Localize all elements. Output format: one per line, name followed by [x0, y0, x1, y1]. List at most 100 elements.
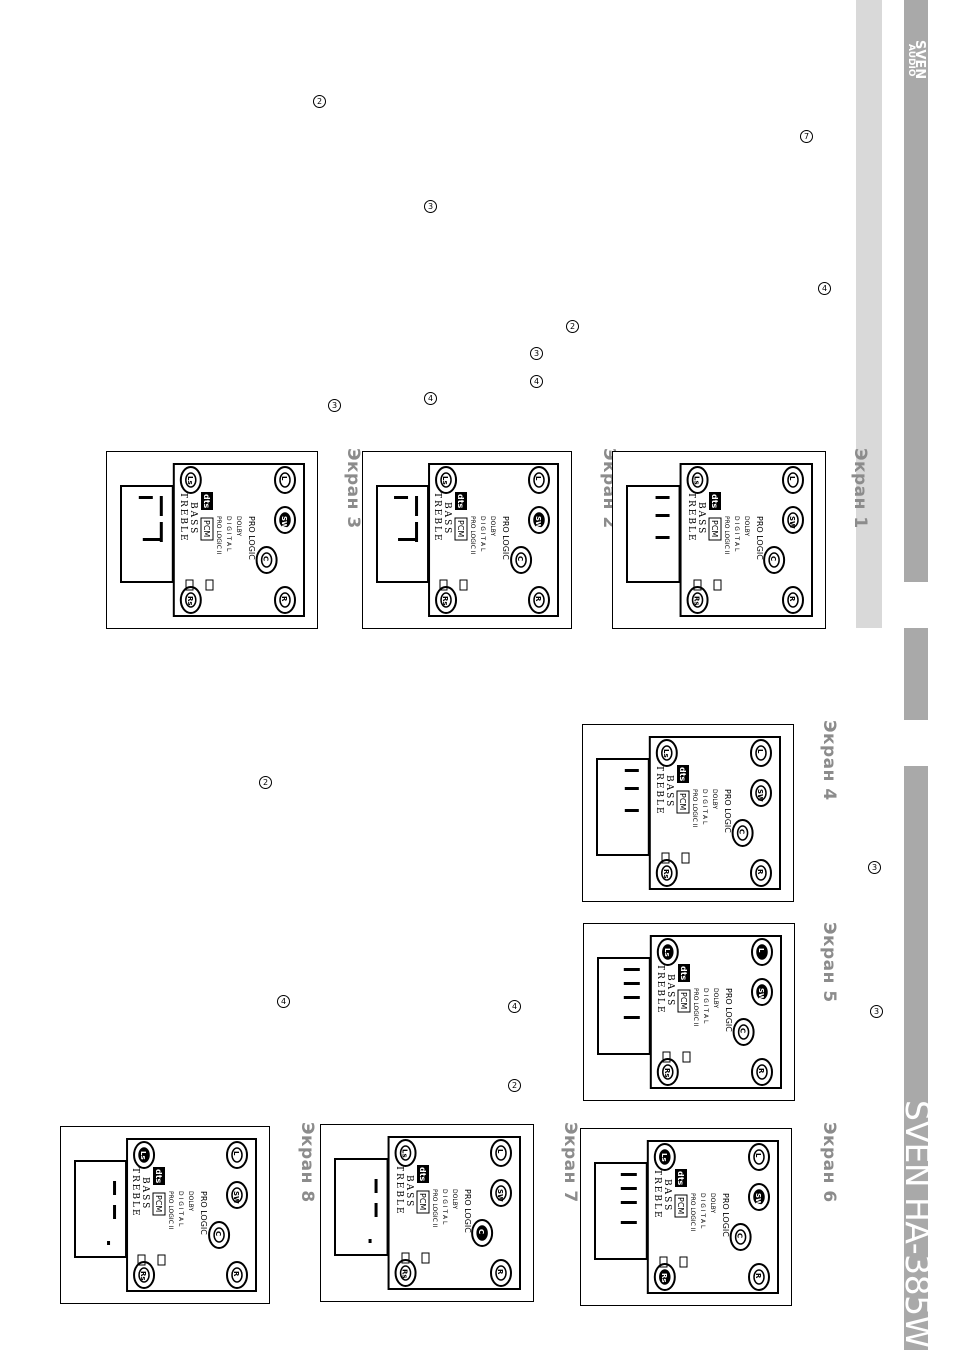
step-marker: 3: [870, 1005, 883, 1018]
logo-line2: AUDIO: [906, 44, 916, 77]
bass-text: BASS: [696, 502, 706, 535]
speaker-sub-label: SW: [496, 1189, 504, 1202]
speaker-right: R: [226, 1261, 248, 1289]
step-marker: 2: [313, 95, 326, 108]
speaker-center-label: C: [262, 556, 270, 561]
treble-text: TREBLE: [655, 964, 665, 1015]
speaker-rs: Rs: [656, 1058, 679, 1086]
speaker-ls-label: Ls: [660, 1153, 668, 1162]
bass-text: BASS: [662, 1179, 672, 1212]
pro-logic-ii-text: PRO LOGIC II: [469, 516, 476, 555]
speaker-sub: SW: [782, 506, 804, 534]
indicator-box-2: [662, 1051, 671, 1063]
pro-logic-text: PRO LOGIC: [463, 1189, 472, 1233]
pro-logic-ii-text: PRO LOGIC II: [691, 789, 698, 828]
screen-4-caption: Экран 4: [819, 720, 839, 801]
sven-audio-logo: SVEN AUDIO: [905, 40, 927, 102]
speaker-ls-label: Ls: [441, 476, 449, 485]
pcm-text: PCM: [456, 520, 465, 537]
speaker-sub: SW: [226, 1181, 248, 1209]
pcm-box: [416, 1190, 430, 1214]
speaker-rs-label: Rs: [401, 1269, 409, 1279]
step-marker: 7: [800, 130, 813, 143]
digit-segments: [394, 496, 419, 542]
pro-logic-text: PRO LOGIC: [501, 516, 510, 560]
indicator-box-1: [713, 579, 722, 591]
speaker-rs-label: Rs: [663, 1068, 671, 1078]
speaker-left: L: [751, 938, 773, 966]
bass-text: BASS: [404, 1175, 414, 1208]
speaker-rs: Rs: [435, 586, 458, 614]
side-band-mid: [904, 628, 928, 720]
dolby-text: DOLBY: [709, 1193, 716, 1213]
screen-1-caption: Экран 1: [850, 448, 870, 529]
bass-text: BASS: [442, 502, 452, 535]
pro-logic-text: PRO LOGIC: [723, 789, 732, 833]
speaker-ls: Ls: [655, 739, 678, 767]
dolby-text: DOLBY: [489, 516, 496, 536]
speaker-right-label: R: [757, 1068, 765, 1074]
speaker-left-label: L: [280, 476, 288, 481]
speaker-right-label: R: [496, 1269, 504, 1275]
indicator-box-1: [421, 1252, 430, 1264]
dolby-text: DOLBY: [451, 1189, 458, 1209]
speaker-center: C: [471, 1219, 494, 1247]
pro-logic-text: PRO LOGIC: [724, 988, 733, 1032]
digital-text: D I G I T A L: [733, 516, 740, 552]
pcm-box: [454, 517, 468, 541]
speaker-right: R: [528, 586, 550, 614]
indicator-box-2: [185, 579, 194, 591]
digit-segments: [620, 1173, 637, 1224]
digit-display: [625, 485, 681, 583]
bass-text: BASS: [664, 775, 674, 808]
step-marker: 4: [277, 995, 290, 1008]
speaker-center-label: C: [214, 1231, 222, 1236]
dolby-text: DOLBY: [235, 516, 242, 536]
digit-display: [375, 485, 430, 583]
speaker-rs: Rs: [179, 586, 202, 614]
dts-text: dts: [456, 494, 465, 509]
digit-display: [73, 1160, 128, 1258]
digit-segments: [138, 496, 163, 542]
indicator-box-1: [679, 1256, 688, 1268]
digit-segments: [655, 496, 670, 539]
speaker-sub-label: SW: [534, 516, 542, 529]
speaker-ls-label: Ls: [663, 948, 671, 957]
pro-logic-ii-text: PRO LOGIC II: [689, 1193, 696, 1232]
screen-3-caption: Экран 3: [343, 448, 363, 529]
step-marker: 3: [868, 861, 881, 874]
step-marker: 4: [424, 392, 437, 405]
pro-logic-text: PRO LOGIC: [199, 1191, 208, 1235]
speaker-sub: SW: [490, 1179, 512, 1207]
model-title: SVEN HA-385W: [898, 1100, 937, 1348]
speaker-ls: Ls: [133, 1141, 156, 1169]
pcm-box: [708, 517, 722, 541]
dts-badge: [678, 964, 690, 982]
speaker-center: C: [732, 1018, 755, 1046]
speaker-rs-label: Rs: [660, 1273, 668, 1283]
speaker-ls-label: Ls: [693, 476, 701, 485]
pcm-text: PCM: [679, 992, 688, 1009]
indicator-box-2: [661, 852, 670, 864]
treble-text: TREBLE: [394, 1165, 404, 1216]
step-marker: 4: [818, 282, 831, 295]
digital-text: D I G I T A L: [441, 1189, 448, 1225]
pcm-text: PCM: [678, 793, 687, 810]
speaker-rs-label: Rs: [693, 596, 701, 606]
dolby-text: DOLBY: [743, 516, 750, 536]
speaker-right-label: R: [788, 596, 796, 602]
pro-logic-ii-text: PRO LOGIC II: [431, 1189, 438, 1228]
pcm-box: [676, 790, 690, 814]
speaker-ls: Ls: [653, 1143, 676, 1171]
speaker-right: R: [748, 1263, 770, 1291]
speaker-right: R: [274, 586, 296, 614]
screen-5-caption: Экран 5: [819, 922, 839, 1003]
speaker-center-label: C: [477, 1229, 485, 1234]
speaker-rs-label: Rs: [441, 596, 449, 606]
speaker-center-label: C: [736, 1233, 744, 1238]
